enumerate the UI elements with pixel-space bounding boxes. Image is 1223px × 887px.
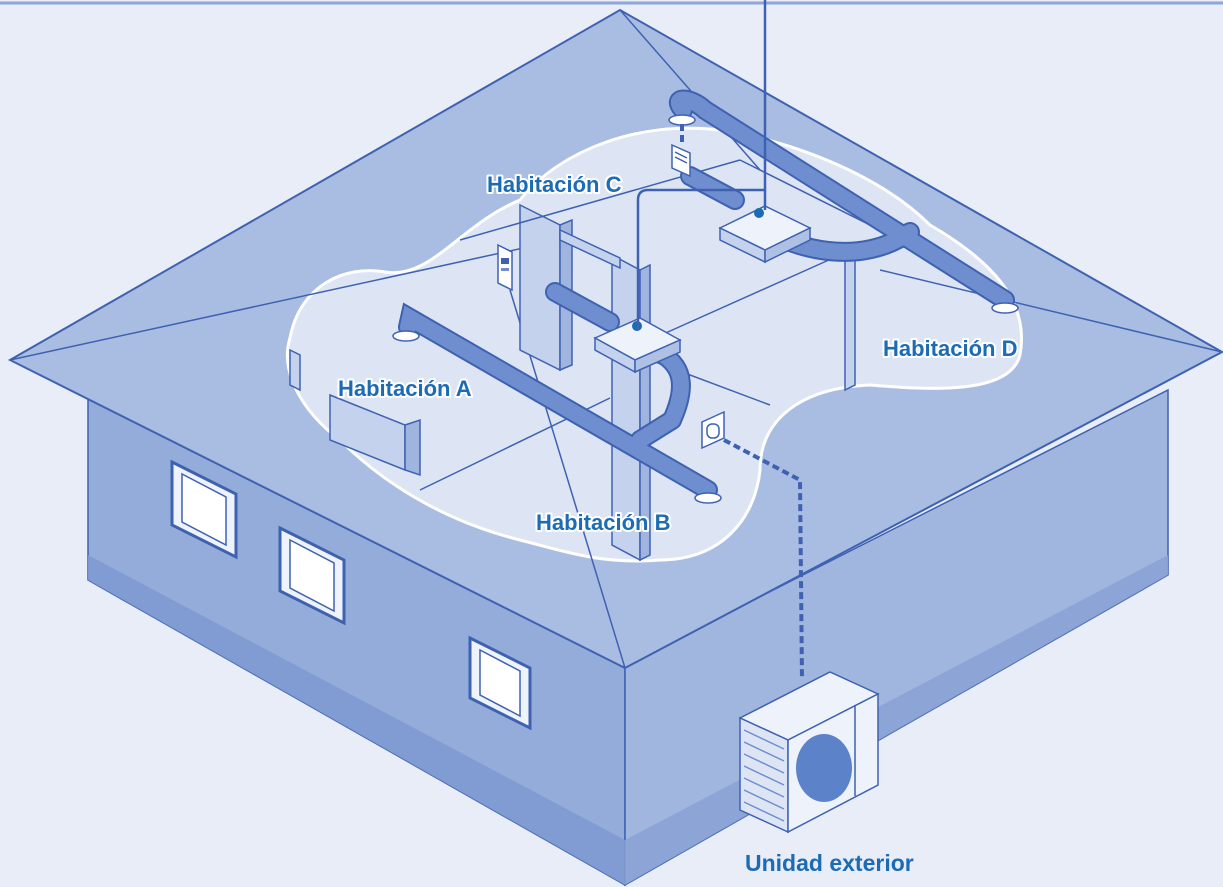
window-3 xyxy=(468,635,532,731)
ducts xyxy=(398,89,1015,500)
window-2 xyxy=(278,525,346,626)
window-1 xyxy=(170,459,238,560)
room-label-c: Habitación C xyxy=(487,172,622,197)
wall-controller-icon xyxy=(671,143,691,178)
room-label-a: Habitación A xyxy=(338,376,472,401)
diffusers xyxy=(392,114,1019,504)
central-control-icon xyxy=(701,410,725,450)
wall-base-left xyxy=(88,555,625,885)
thermostat-icon xyxy=(497,243,513,292)
outdoor-unit xyxy=(738,671,880,834)
outdoor-unit-label: Unidad exterior xyxy=(745,850,914,876)
dashed-wiring xyxy=(680,120,804,681)
control-lines xyxy=(636,0,767,330)
room-label-b: Habitación B xyxy=(536,510,670,535)
room-label-d: Habitación D xyxy=(883,336,1017,361)
indoor-unit-1 xyxy=(593,317,682,374)
indoor-unit-2 xyxy=(718,205,812,264)
